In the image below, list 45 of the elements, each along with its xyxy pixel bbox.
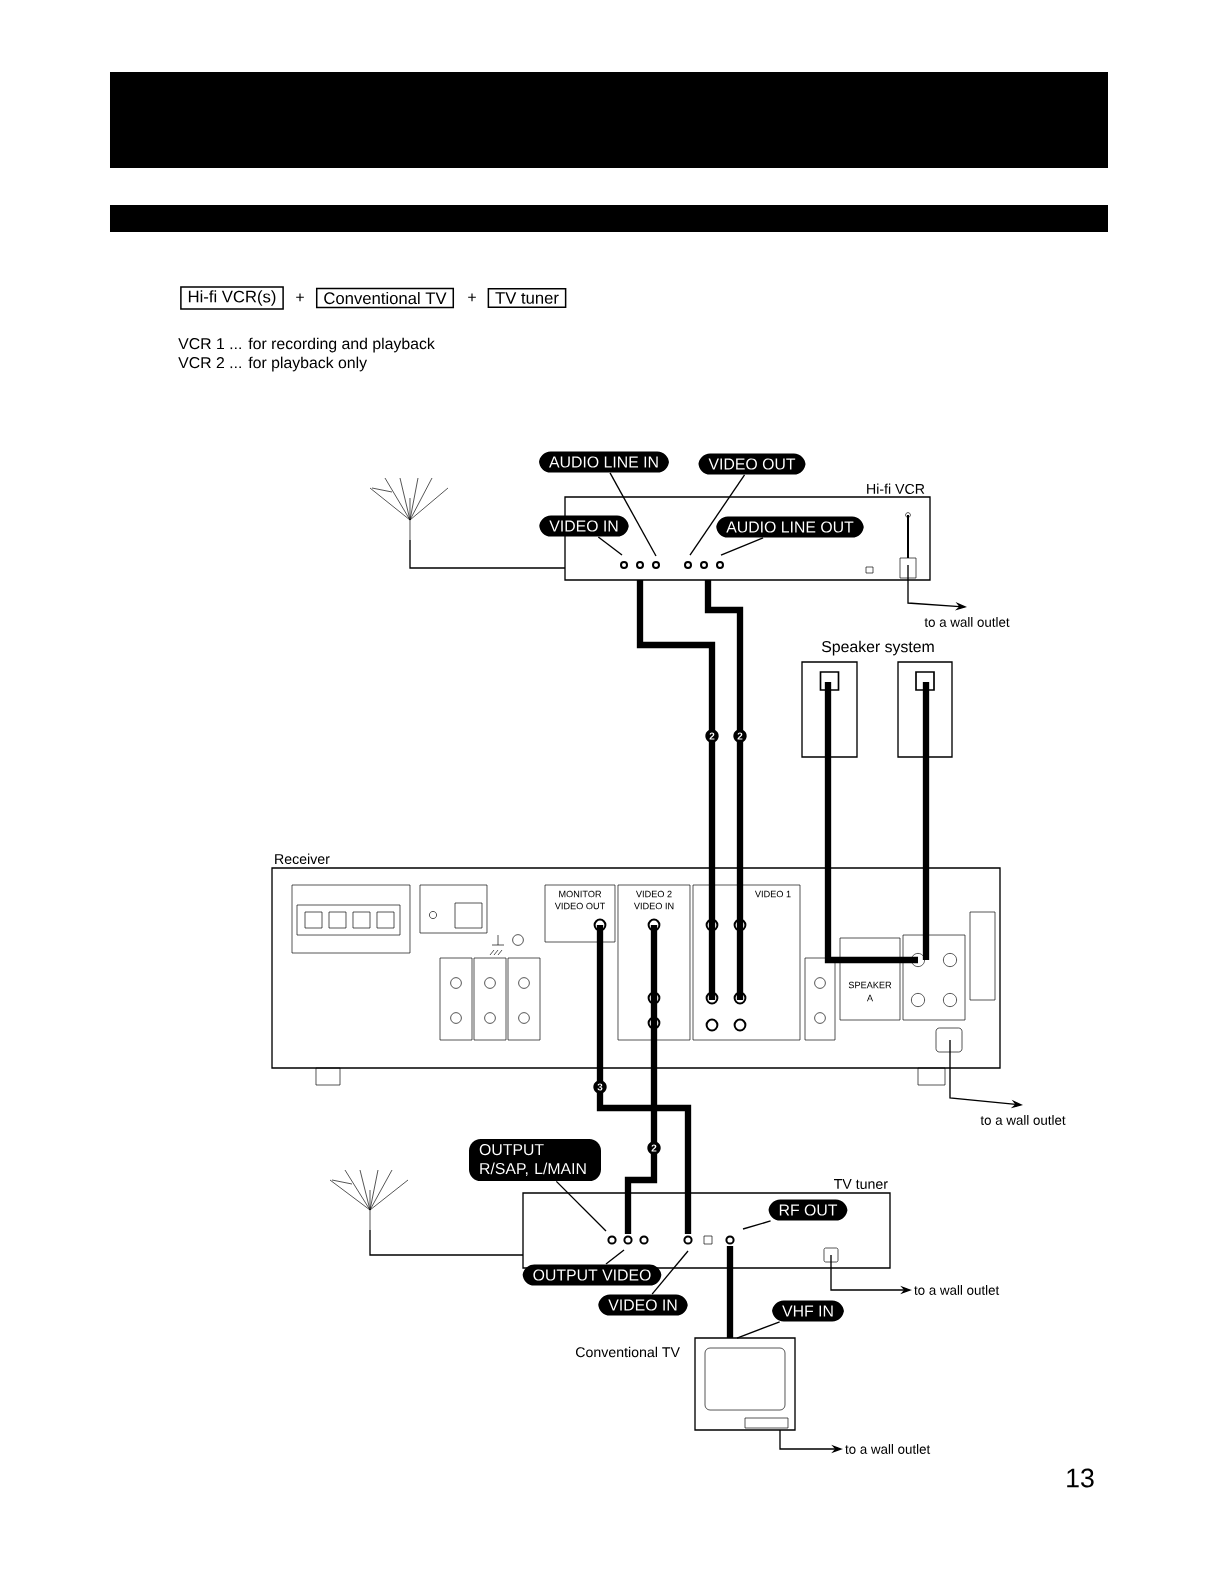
leader-line bbox=[736, 1321, 781, 1339]
callout-number: 3 bbox=[593, 1080, 607, 1094]
outlet-note: to a wall outlet bbox=[980, 1115, 1066, 1125]
leader-line bbox=[742, 1220, 772, 1230]
leader-line bbox=[609, 472, 657, 557]
callout-label: VIDEO IN bbox=[598, 1294, 688, 1316]
page-number: 13 bbox=[1067, 1468, 1094, 1488]
speaker-drawing bbox=[801, 661, 858, 758]
antenna-cable bbox=[409, 539, 566, 569]
leader-line bbox=[597, 536, 623, 556]
speaker-drawing bbox=[897, 661, 953, 758]
outlet-note: to a wall outlet bbox=[845, 1444, 931, 1454]
note-text: VCR 1 ... for recording and playback bbox=[178, 337, 435, 353]
antenna-drawing bbox=[369, 477, 449, 541]
callout-label: RF OUT bbox=[768, 1199, 848, 1221]
callout-number: 2 bbox=[733, 729, 747, 743]
leader-line bbox=[720, 537, 764, 556]
note-text: + bbox=[468, 293, 476, 302]
note-text: VCR 2 ... for playback only bbox=[178, 356, 367, 372]
leader-line bbox=[605, 1249, 625, 1265]
note-text: Speaker system bbox=[822, 640, 934, 656]
callout-number: 2 bbox=[647, 1141, 661, 1155]
leader-line bbox=[555, 1180, 607, 1232]
callout-label: VIDEO IN bbox=[539, 515, 629, 537]
callout-label: VIDEO OUT bbox=[698, 453, 806, 475]
callout-number: 2 bbox=[705, 729, 719, 743]
outlet-note: to a wall outlet bbox=[924, 617, 1010, 627]
callout-label: VHF IN bbox=[772, 1300, 844, 1322]
note-text: + bbox=[296, 293, 304, 302]
header-box: TV tuner bbox=[487, 288, 567, 308]
header-box: Hi-fi VCR(s) bbox=[180, 286, 284, 310]
callout-label: AUDIO LINE OUT bbox=[716, 516, 864, 538]
device-label: Conventional TV bbox=[576, 1346, 680, 1358]
antenna-drawing bbox=[329, 1169, 409, 1231]
outlet-note: to a wall outlet bbox=[914, 1285, 1000, 1295]
antenna-cable bbox=[369, 1229, 524, 1256]
callout-label: OUTPUT R/SAP, L/MAIN bbox=[469, 1138, 601, 1182]
callout-label: AUDIO LINE IN bbox=[539, 451, 669, 473]
device-label: Receiver bbox=[275, 853, 330, 864]
callout-label: OUTPUT VIDEO bbox=[522, 1264, 662, 1286]
device-label: TV tuner bbox=[834, 1179, 888, 1189]
device-label: Hi-fi VCR bbox=[867, 483, 925, 494]
leader-line bbox=[689, 474, 746, 556]
header-box: Conventional TV bbox=[315, 287, 455, 309]
leader-line bbox=[651, 1250, 689, 1295]
